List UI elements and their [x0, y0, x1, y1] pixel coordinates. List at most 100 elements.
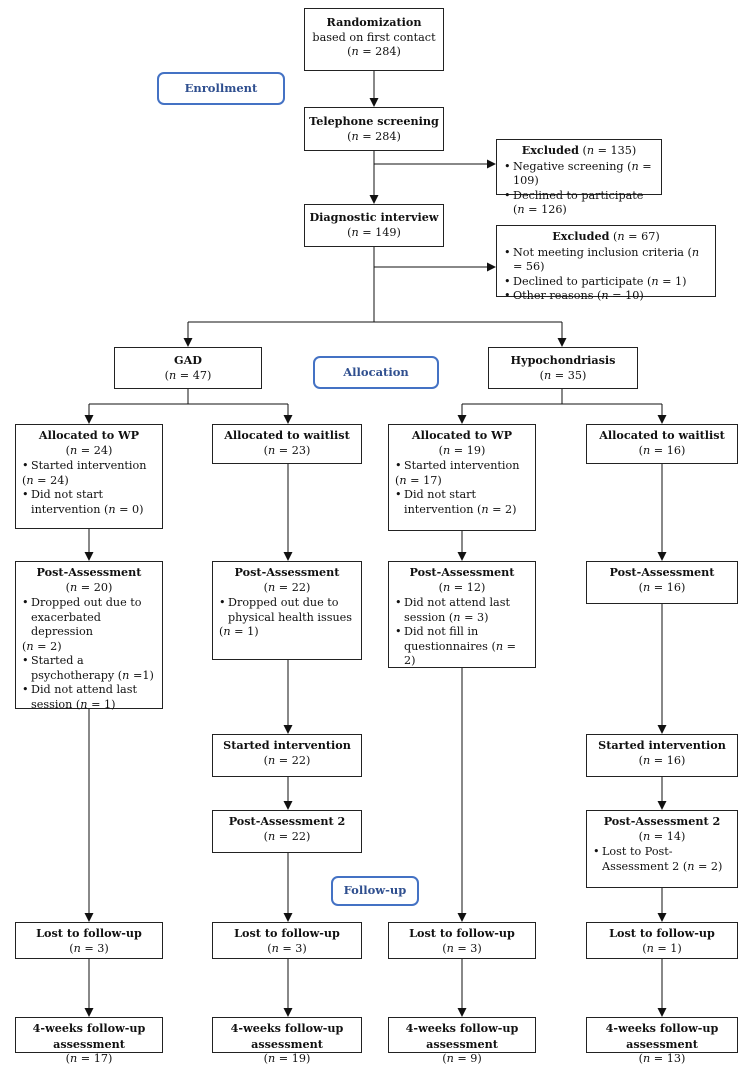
follow-up-assessment-n: (n = 13)	[638, 1052, 686, 1065]
telephone-screening-box: Telephone screening (n = 284)	[304, 107, 444, 151]
gad-title: GAD	[174, 353, 202, 367]
post-assessment-box-arm-3: Post-Assessment(n = 12) Did not attend la…	[388, 561, 536, 668]
arrow-head	[657, 552, 667, 561]
arrow-head	[657, 913, 667, 922]
stage-label-enrollment: Enrollment	[157, 72, 285, 105]
allocation-box-arm-3: Allocated to WP(n = 19) Started intervent…	[388, 424, 536, 531]
lost-to-follow-up-n: (n = 1)	[642, 941, 682, 955]
lost-to-follow-up-n: (n = 3)	[69, 941, 109, 955]
excluded2-item: Declined to participate (n = 1)	[504, 275, 708, 290]
allocation-title: Allocated to waitlist	[224, 428, 350, 442]
post-assessment-box-arm-1: Post-Assessment(n = 20)Dropped out due t…	[15, 561, 163, 712]
started-intervention-box-arm-2: Started intervention(n = 22)	[212, 734, 362, 777]
started-intervention-n: (n = 16)	[638, 753, 686, 767]
stage-label-followup: Follow-up	[331, 876, 419, 906]
arrow-head	[84, 1008, 94, 1017]
interview-title: Diagnostic interview	[309, 210, 439, 224]
allocation-details: Started intervention(n = 17)Did not star…	[395, 459, 529, 517]
excluded-box-screening: Excluded (n = 135) Negative screening (n…	[496, 139, 662, 216]
randomization-desc: based on first contact	[312, 30, 436, 44]
post-assessment-2-box-arm-4: Post-Assessment 2(n = 14)Lost to Post-As…	[586, 810, 738, 888]
detail-item: Dropped out due to physical health issue…	[219, 596, 355, 625]
diagnostic-interview-box: Diagnostic interview (n = 149)	[304, 204, 444, 247]
lost-to-follow-up-box-arm-4: Lost to follow-up(n = 1)	[586, 922, 738, 959]
lost-to-follow-up-title: Lost to follow-up	[609, 926, 715, 940]
post-assessment-2-title: Post-Assessment 2	[228, 814, 346, 828]
excluded2-item: Not meeting inclusion criteria (n = 56)	[504, 246, 708, 275]
detail-item: Lost to Post-Assessment 2 (n = 2)	[593, 845, 731, 874]
detail-item: (n = 17)	[395, 473, 442, 487]
arrow-head	[557, 338, 567, 347]
hypochondriasis-group-box: Hypochondriasis (n = 35)	[488, 347, 638, 389]
follow-up-assessment-title: 4-weeks follow-up assessment	[405, 1021, 519, 1051]
post-assessment-title: Post-Assessment	[609, 565, 715, 579]
detail-item: Started intervention	[22, 459, 156, 474]
follow-up-assessment-box-arm-4: 4-weeks follow-up assessment(n = 13)	[586, 1017, 738, 1065]
detail-item: Did not attend last session (n = 1)	[22, 683, 156, 712]
detail-item: Did not attend last session (n = 3)	[395, 596, 529, 625]
post-assessment-box-arm-2: Post-Assessment(n = 22)Dropped out due t…	[212, 561, 362, 660]
started-intervention-n: (n = 22)	[263, 753, 311, 767]
post-assessment-2-details: Lost to Post-Assessment 2 (n = 2)	[593, 845, 731, 874]
allocation-title: Allocated to WP	[411, 428, 513, 442]
lost-to-follow-up-title: Lost to follow-up	[36, 926, 142, 940]
randomization-box: Randomization based on first contact (n …	[304, 8, 444, 71]
lost-to-follow-up-n: (n = 3)	[442, 941, 482, 955]
allocation-title: Allocated to WP	[38, 428, 140, 442]
excluded2-item: Other reasons (n = 10)	[504, 289, 708, 304]
excluded1-title: Excluded	[521, 143, 579, 157]
gad-n: 47	[192, 368, 207, 382]
excluded-box-interview: Excluded (n = 67) Not meeting inclusion …	[496, 225, 716, 303]
detail-item: (n = 2)	[22, 639, 62, 653]
detail-item: Did not start intervention (n = 0)	[22, 488, 156, 517]
post-assessment-details: Dropped out due to physical health issue…	[219, 596, 355, 640]
post-assessment-n: (n = 12)	[438, 580, 486, 594]
follow-up-assessment-title: 4-weeks follow-up assessment	[230, 1021, 344, 1051]
excluded2-n: 67	[641, 230, 656, 243]
randomization-n: 284	[375, 45, 397, 58]
arrow-head	[457, 415, 467, 424]
follow-up-assessment-title: 4-weeks follow-up assessment	[32, 1021, 146, 1051]
randomization-title: Randomization	[326, 15, 422, 29]
detail-item: Started a psychotherapy (n =1)	[22, 654, 156, 683]
post-assessment-2-n: (n = 22)	[263, 829, 311, 843]
lost-to-follow-up-n: (n = 3)	[267, 941, 307, 955]
excluded1-n: 135	[610, 144, 632, 157]
arrow-head	[487, 159, 496, 169]
allocation-n: (n = 24)	[65, 443, 113, 457]
post-assessment-details: Did not attend last session (n = 3)Did n…	[395, 596, 529, 669]
detail-item: Dropped out due to exacerbated depressio…	[22, 596, 156, 640]
arrow-head	[457, 913, 467, 922]
arrow-head	[283, 1008, 293, 1017]
post-assessment-n: (n = 16)	[638, 580, 686, 594]
allocation-title: Allocated to waitlist	[599, 428, 725, 442]
arrow-head	[457, 1008, 467, 1017]
arrow-head	[487, 262, 496, 272]
excluded1-item: Declined to participate (n = 126)	[504, 189, 654, 218]
post-assessment-details: Dropped out due to exacerbated depressio…	[22, 596, 156, 712]
arrow-head	[369, 195, 379, 204]
allocation-n: (n = 19)	[438, 443, 486, 457]
excluded1-item: Negative screening (n = 109)	[504, 160, 654, 189]
arrow-head	[84, 415, 94, 424]
detail-item: (n = 1)	[219, 625, 259, 638]
post-assessment-2-box-arm-2: Post-Assessment 2(n = 22)	[212, 810, 362, 853]
post-assessment-title: Post-Assessment	[409, 565, 515, 579]
interview-n: 149	[375, 225, 397, 239]
follow-up-assessment-title: 4-weeks follow-up assessment	[605, 1021, 719, 1051]
excluded2-list: Not meeting inclusion criteria (n = 56)D…	[504, 246, 708, 304]
hypo-n: 35	[567, 368, 582, 382]
allocation-box-arm-2: Allocated to waitlist(n = 23)	[212, 424, 362, 464]
post-assessment-title: Post-Assessment	[234, 565, 340, 579]
lost-to-follow-up-box-arm-3: Lost to follow-up(n = 3)	[388, 922, 536, 959]
follow-up-assessment-box-arm-3: 4-weeks follow-up assessment(n = 9)	[388, 1017, 536, 1065]
arrow-head	[283, 415, 293, 424]
arrow-head	[657, 801, 667, 810]
follow-up-assessment-box-arm-2: 4-weeks follow-up assessment(n = 19)	[212, 1017, 362, 1065]
lost-to-follow-up-box-arm-2: Lost to follow-up(n = 3)	[212, 922, 362, 959]
detail-item: Did not fill in questionnaires (n = 2)	[395, 625, 529, 669]
screening-n: 284	[375, 129, 397, 143]
lost-to-follow-up-box-arm-1: Lost to follow-up(n = 3)	[15, 922, 163, 959]
